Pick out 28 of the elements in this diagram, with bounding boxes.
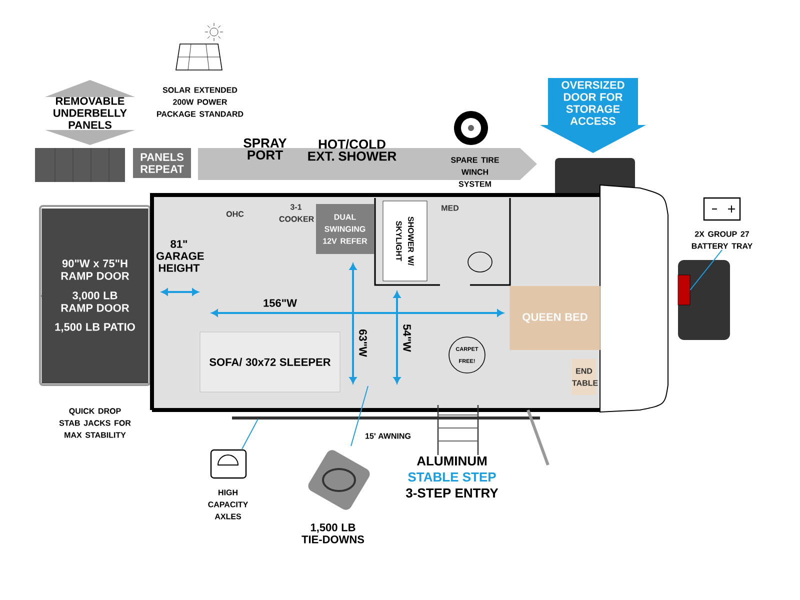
feature-label: QUICK DROP STAB JACKS FOR MAX STABILITY (59, 408, 131, 438)
feature-label: SPARE TIRE WINCH SYSTEM (450, 157, 499, 187)
dimension-label: 156"W (264, 299, 297, 307)
feature-label: REMOVABLE UNDERBELLY PANELS (54, 97, 127, 129)
dimension-label: 54"W (403, 324, 411, 352)
bed-box: QUEEN BED (510, 286, 600, 350)
room-label: MED (442, 205, 459, 211)
room-label: OHC (226, 211, 244, 217)
sofa-box: SOFA/ 30x72 SLEEPER (200, 332, 340, 392)
tie-down-label: 1,500 LB TIE-DOWNS (302, 524, 364, 544)
feature-label: 3-STEP ENTRY (406, 488, 498, 498)
panel-label-box: PANELS REPEAT (133, 148, 191, 178)
leader-line (242, 418, 258, 450)
shower-box: SHOWER W/ SKYLIGHT (382, 200, 428, 282)
feature-label: 15' AWNING (366, 433, 410, 439)
leader-line (350, 386, 368, 446)
feature-label: SPRAY PORT (244, 138, 287, 160)
battery-box (678, 274, 690, 306)
battery-tray-label: 2X GROUP 27 BATTERY TRAY (692, 231, 752, 249)
garage-floor-box: 90"W x 75"H RAMP DOOR 3,000 LB RAMP DOOR 1,500 LB PATIO (42, 208, 148, 384)
refrigerator-box: DUAL SWINGING 12V REFER (316, 204, 374, 254)
end-table-box: END TABLE (572, 359, 598, 395)
feature-label: ALUMINUM (416, 456, 487, 466)
feature-label: HOT/COLD EXT. SHOWER (308, 139, 396, 161)
feature-label: STABLE STEP (408, 472, 496, 482)
feature-label: SOLAR EXTENDED 200W POWER PACKAGE STANDARD (157, 87, 244, 117)
axle-label: HIGH CAPACITY AXLES (208, 490, 248, 520)
dimension-label: 63"W (359, 330, 367, 357)
